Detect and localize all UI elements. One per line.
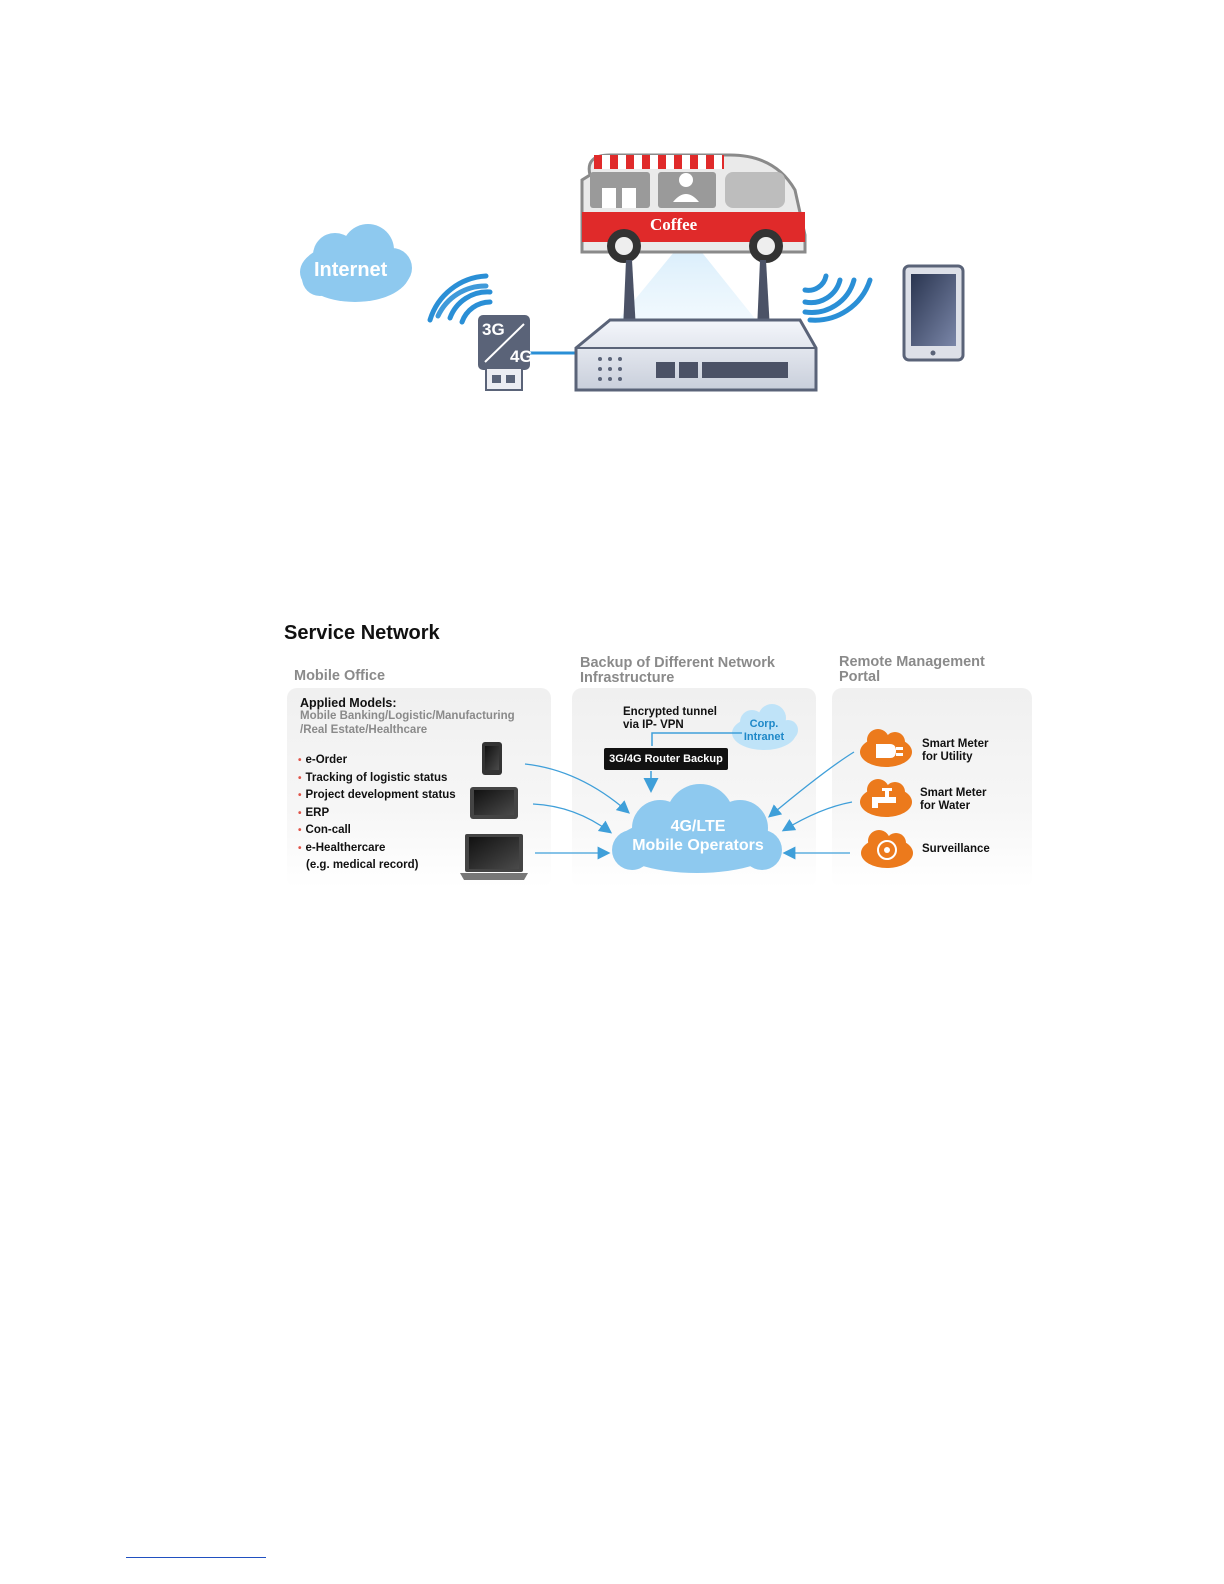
list-item: (e.g. medical record) — [298, 858, 456, 876]
backup-heading: Backup of Different Network Infrastructu… — [580, 655, 775, 686]
center-cloud-label-line1: 4G/LTE — [670, 818, 726, 835]
tablet-icon — [902, 264, 965, 362]
coffee-label: Coffee — [650, 215, 698, 234]
center-cloud-label: 4G/LTE Mobile Operators — [620, 817, 776, 855]
corp-intranet-label: Corp. Intranet — [743, 718, 785, 743]
list-item: •Tracking of logistic status — [298, 771, 456, 789]
signal-beam — [610, 235, 764, 330]
list-item-label: e-Healthercare — [305, 841, 386, 854]
applied-models-description: Mobile Banking/Logistic/Manufacturing /R… — [300, 710, 515, 736]
smart-meter-utility-label: Smart Meter for Utility — [922, 738, 989, 763]
bullet-icon: • — [298, 807, 302, 819]
router-antennas — [623, 260, 770, 330]
smart-meter-water-label: Smart Meter for Water — [920, 787, 987, 812]
list-item-label: Con-call — [305, 824, 351, 836]
coffee-van-icon — [580, 153, 807, 263]
internet-cloud-icon — [300, 224, 412, 302]
bullet-icon: • — [298, 842, 302, 854]
surveillance-label: Surveillance — [922, 843, 990, 855]
router-icon — [574, 318, 818, 392]
list-item-label: (e.g. medical record) — [306, 859, 419, 871]
list-item: •Con-call — [298, 823, 456, 841]
right-wireless-waves-icon — [802, 273, 873, 323]
list-item: •e-Order — [298, 753, 456, 771]
footnote-separator — [126, 1557, 266, 1558]
bullet-icon: • — [298, 755, 302, 766]
applied-models-list: •e-Order •Tracking of logistic status •P… — [298, 753, 456, 876]
internet-label: Internet — [314, 259, 388, 281]
list-item: •e-Healthercare — [298, 841, 456, 859]
list-item-label: Project development status — [305, 789, 456, 801]
center-cloud-label-line2: Mobile Operators — [632, 837, 764, 854]
encrypted-tunnel-label: Encrypted tunnel via IP- VPN — [623, 706, 717, 731]
bullet-icon: • — [298, 790, 302, 801]
remote-management-heading: Remote Management Portal — [839, 654, 985, 685]
list-item: •Project development status — [298, 788, 456, 806]
list-item-label: ERP — [305, 806, 330, 819]
dongle-4g-label: 4G — [510, 347, 533, 366]
list-item: •ERP — [298, 806, 456, 824]
service-network-title: Service Network — [284, 622, 440, 644]
list-item-label: e-Order — [305, 754, 348, 766]
dongle-3g-label: 3G — [482, 320, 505, 339]
usb-modem-icon — [478, 315, 576, 391]
bullet-icon: • — [298, 772, 302, 784]
bullet-icon: • — [298, 825, 302, 836]
list-item-label: Tracking of logistic status — [305, 771, 448, 784]
left-wireless-waves-icon — [427, 273, 493, 325]
top-network-illustration: Internet Coffee 3G 4G — [280, 140, 1000, 410]
mobile-office-heading: Mobile Office — [294, 668, 386, 684]
router-backup-box: 3G/4G Router Backup — [604, 748, 728, 770]
applied-models-title: Applied Models: — [300, 696, 397, 710]
top-illustration-graphic — [300, 153, 965, 392]
